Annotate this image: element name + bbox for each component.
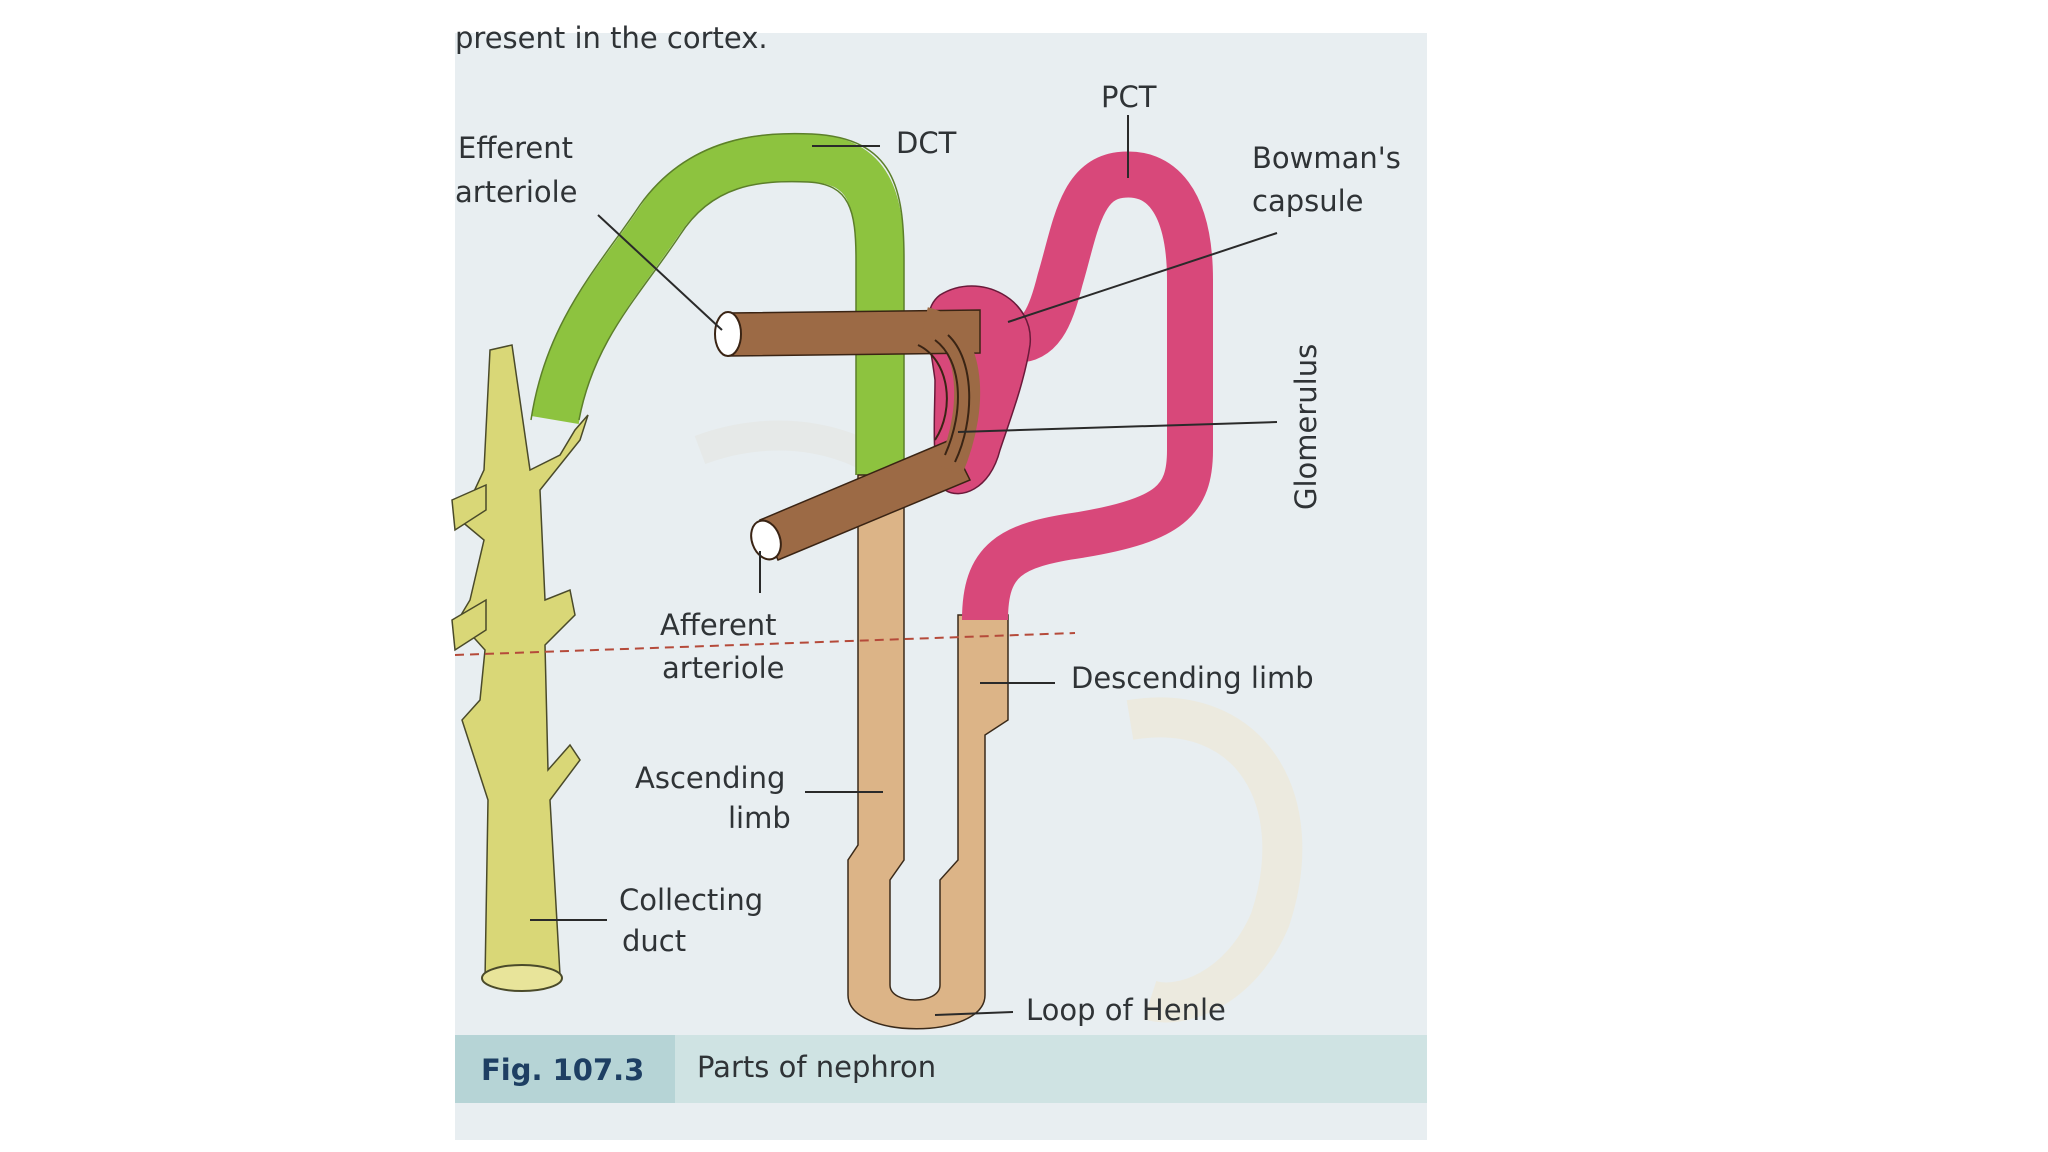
collecting-duct bbox=[451, 344, 589, 992]
label-dct: DCT bbox=[896, 126, 957, 160]
label-efferent-1: Efferent bbox=[458, 131, 573, 165]
arterioles bbox=[714, 307, 981, 561]
label-efferent-2: arteriole bbox=[455, 175, 578, 209]
leader-loop bbox=[934, 1011, 1014, 1016]
label-afferent-1: Afferent bbox=[660, 608, 777, 642]
leader-bowmans bbox=[1007, 232, 1278, 323]
background-shadow bbox=[1126, 697, 1303, 1023]
leader-efferent bbox=[597, 214, 723, 331]
dct-tubule bbox=[531, 133, 904, 475]
label-descending-limb: Descending limb bbox=[1071, 661, 1314, 695]
label-afferent-2: arteriole bbox=[662, 651, 785, 685]
cortex-medulla-boundary bbox=[454, 632, 1076, 656]
pct-tubule bbox=[962, 151, 1213, 621]
dct-outline bbox=[530, 132, 905, 475]
label-ascending-1: Ascending bbox=[635, 761, 785, 795]
label-ascending-2: limb bbox=[728, 801, 791, 835]
label-collecting-1: Collecting bbox=[619, 883, 763, 917]
label-glomerulus: Glomerulus bbox=[1289, 344, 1323, 510]
figure-number: Fig. 107.3 bbox=[481, 1053, 644, 1087]
leader-glomerulus bbox=[957, 421, 1278, 433]
figure-title: Parts of nephron bbox=[697, 1050, 936, 1084]
dct-outline bbox=[578, 180, 857, 475]
label-collecting-2: duct bbox=[622, 924, 686, 958]
label-loop-of-henle: Loop of Henle bbox=[1026, 993, 1226, 1027]
label-pct: PCT bbox=[1101, 80, 1157, 114]
page-header-fragment: present in the cortex. bbox=[455, 21, 768, 55]
label-bowmans-2: capsule bbox=[1252, 184, 1364, 218]
loop-of-henle bbox=[847, 474, 1009, 1030]
caption-number-bg bbox=[455, 1035, 675, 1103]
label-bowmans-1: Bowman's bbox=[1252, 141, 1401, 175]
